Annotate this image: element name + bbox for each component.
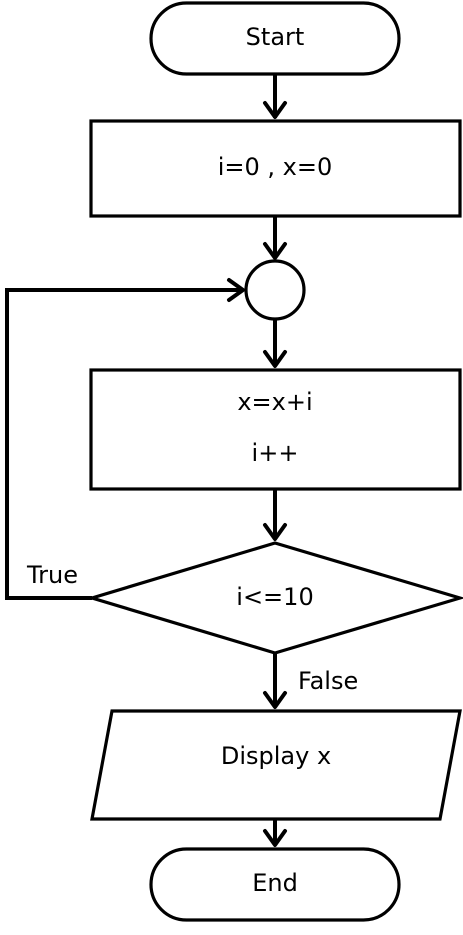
process-line1-label: x=x+i <box>237 388 312 416</box>
arrow-output-to-end <box>263 819 287 847</box>
process-line2-label: i++ <box>252 439 299 467</box>
condition-label: i<=10 <box>236 583 313 611</box>
false-arrow <box>263 653 287 709</box>
true-label: True <box>26 561 78 589</box>
init-process-box: i=0 , x=0 <box>89 119 462 218</box>
false-label: False <box>298 667 358 695</box>
start-label: Start <box>246 23 305 51</box>
output-parallelogram: Display x <box>90 709 462 821</box>
arrow-process-to-decision <box>263 489 287 541</box>
end-terminator: End <box>149 847 401 922</box>
arrow-start-to-init <box>263 74 287 119</box>
decision-diamond: i<=10 <box>86 541 463 655</box>
true-loop-back-arrow <box>5 278 245 600</box>
end-label: End <box>252 869 298 897</box>
start-terminator: Start <box>149 1 401 76</box>
arrow-init-to-connector <box>263 216 287 260</box>
loop-process-box: x=x+i i++ <box>89 368 462 491</box>
loop-connector <box>244 259 306 321</box>
init-label: i=0 , x=0 <box>218 153 333 181</box>
arrow-connector-to-process <box>263 319 287 368</box>
output-label: Display x <box>221 742 331 770</box>
